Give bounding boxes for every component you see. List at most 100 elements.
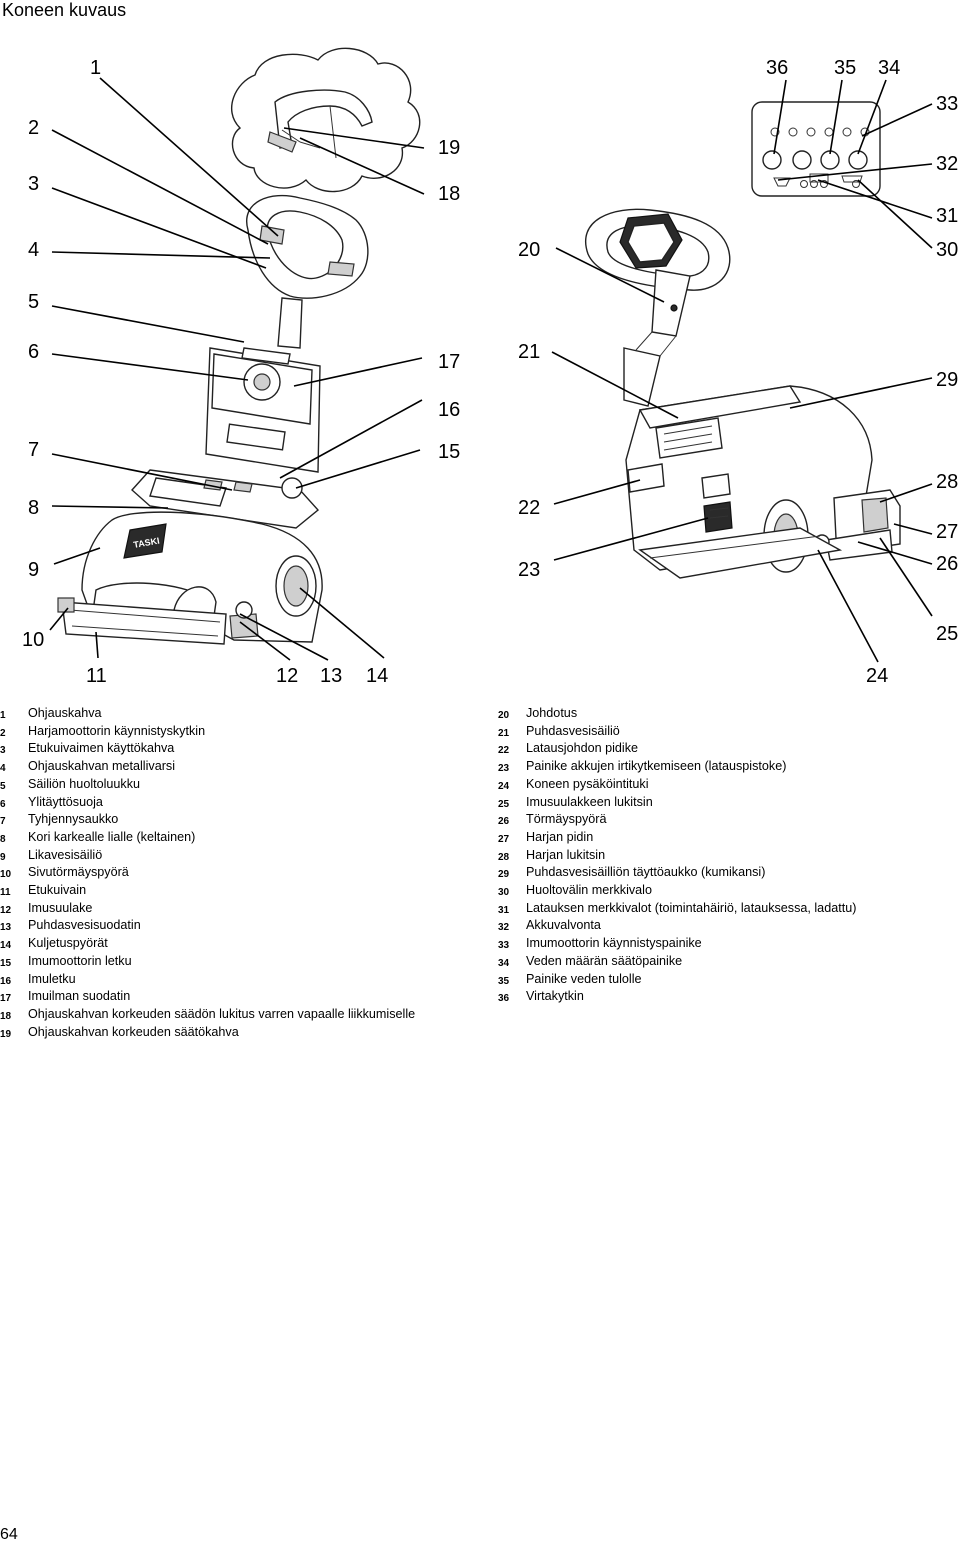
legend-item: 15 Imumoottorin letku [0,954,470,972]
legend-item-number: 21 [498,727,510,739]
callout-31: 31 [936,205,958,227]
legend-item-label: Latauksen merkkivalot (toimintahäiriö, l… [526,900,857,915]
legend-item-number: 36 [498,993,510,1005]
callout-2: 2 [28,117,39,139]
callout-29: 29 [936,369,958,391]
legend-item: 18 Ohjauskahvan korkeuden säädön lukitus … [0,1007,470,1025]
callout-9: 9 [28,559,39,581]
callout-36: 36 [766,57,788,79]
legend-item-number: 23 [498,763,510,775]
legend-item-label: Säiliön huoltoluukku [28,776,141,791]
legend-item-number: 22 [498,745,510,757]
legend-item-number: 15 [0,957,12,969]
legend-item: 21 Puhdasvesisäiliö [498,724,960,742]
legend-item: 33 Imumoottorin käynnistyspainike [498,936,960,954]
callout-4: 4 [28,239,39,261]
legend-item: 5 Säiliön huoltoluukku [0,777,470,795]
callout-18: 18 [438,183,460,205]
legend-item-number: 33 [498,940,510,952]
legend-item-number: 19 [0,1028,12,1040]
legend-item-label: Ohjauskahvan korkeuden säädön lukitus va… [28,1006,416,1021]
legend-item-label: Etukuivaimen käyttökahva [28,741,175,756]
legend-item-number: 24 [498,780,510,792]
legend-item: 8 Kori karkealle lialle (keltainen) [0,830,470,848]
legend-item-label: Ohjauskahva [28,706,102,720]
legend-item: 29 Puhdasvesisäilliön täyttöaukko (kumika… [498,865,960,883]
callout-15: 15 [438,441,460,463]
legend-item-number: 26 [498,816,510,828]
legend-item-number: 2 [0,727,6,739]
callout-24: 24 [866,665,888,687]
legend-item-label: Kori karkealle lialle (keltainen) [28,829,196,844]
legend-item-number: 6 [0,798,6,810]
callout-22: 22 [518,497,540,519]
callout-12: 12 [276,665,298,687]
legend-item-label: Huoltovälin merkkivalo [526,883,652,898]
legend-item-label: Imuilman suodatin [28,989,131,1004]
legend-item: 24 Koneen pysäköintituki [498,777,960,795]
legend-item: 25 Imusuulakkeen lukitsin [498,795,960,813]
legend-item-label: Koneen pysäköintituki [526,776,649,791]
legend-item-label: Veden määrän säätöpainike [526,953,683,968]
legend-item-number: 3 [0,745,6,757]
legend-item-number: 13 [0,922,12,934]
legend-item-number: 5 [0,780,6,792]
legend-item-label: Puhdasvesisäilliön täyttöaukko (kumikans… [526,865,766,880]
legend-item: 6 Ylitäyttösuoja [0,795,470,813]
callout-14: 14 [366,665,388,687]
legend-item-label: Tyhjennysaukko [28,812,119,827]
legend-item-number: 32 [498,922,510,934]
legend-item-number: 28 [498,851,510,863]
legend-item-number: 18 [0,1010,12,1022]
legend-item-number: 25 [498,798,510,810]
legend-item-number: 9 [0,851,6,863]
page-number: 64 [0,1526,18,1543]
callout-28: 28 [936,471,958,493]
legend-item-number: 10 [0,869,12,881]
callout-20: 20 [518,239,540,261]
callout-13: 13 [320,665,342,687]
legend-item: 1 Ohjauskahva [0,706,470,724]
callout-7: 7 [28,439,39,461]
legend-item-number: 29 [498,869,510,881]
callout-30: 30 [936,239,958,261]
callout-21: 21 [518,341,540,363]
legend-item-number: 1 [0,710,6,721]
legend-item-label: Puhdasvesisäiliö [526,723,620,738]
legend-item-label: Ylitäyttösuoja [28,794,103,809]
legend-item-label: Latausjohdon pidike [526,741,639,756]
legend-item-label: Imumoottorin letku [28,953,132,968]
legend-item-number: 7 [0,816,6,828]
callout-10: 10 [22,629,44,651]
legend-item: 3 Etukuivaimen käyttökahva [0,741,470,759]
callout-33: 33 [936,93,958,115]
legend-item-number: 35 [498,975,510,987]
legend-item-label: Ohjauskahvan metallivarsi [28,759,175,774]
page-title: Koneen kuvaus [2,0,127,20]
legend-item-number: 8 [0,833,6,845]
callout-16: 16 [438,399,460,421]
legend-item-number: 16 [0,975,12,987]
legend-item-label: Imusuulake [28,900,93,915]
legend-item-label: Imumoottorin käynnistyspainike [526,936,702,951]
legend-item-number: 14 [0,940,12,952]
legend-item-label: Imusuulakkeen lukitsin [526,794,653,809]
legend-item: 7 Tyhjennysaukko [0,812,470,830]
callout-32: 32 [936,153,958,175]
callout-1: 1 [90,57,101,79]
